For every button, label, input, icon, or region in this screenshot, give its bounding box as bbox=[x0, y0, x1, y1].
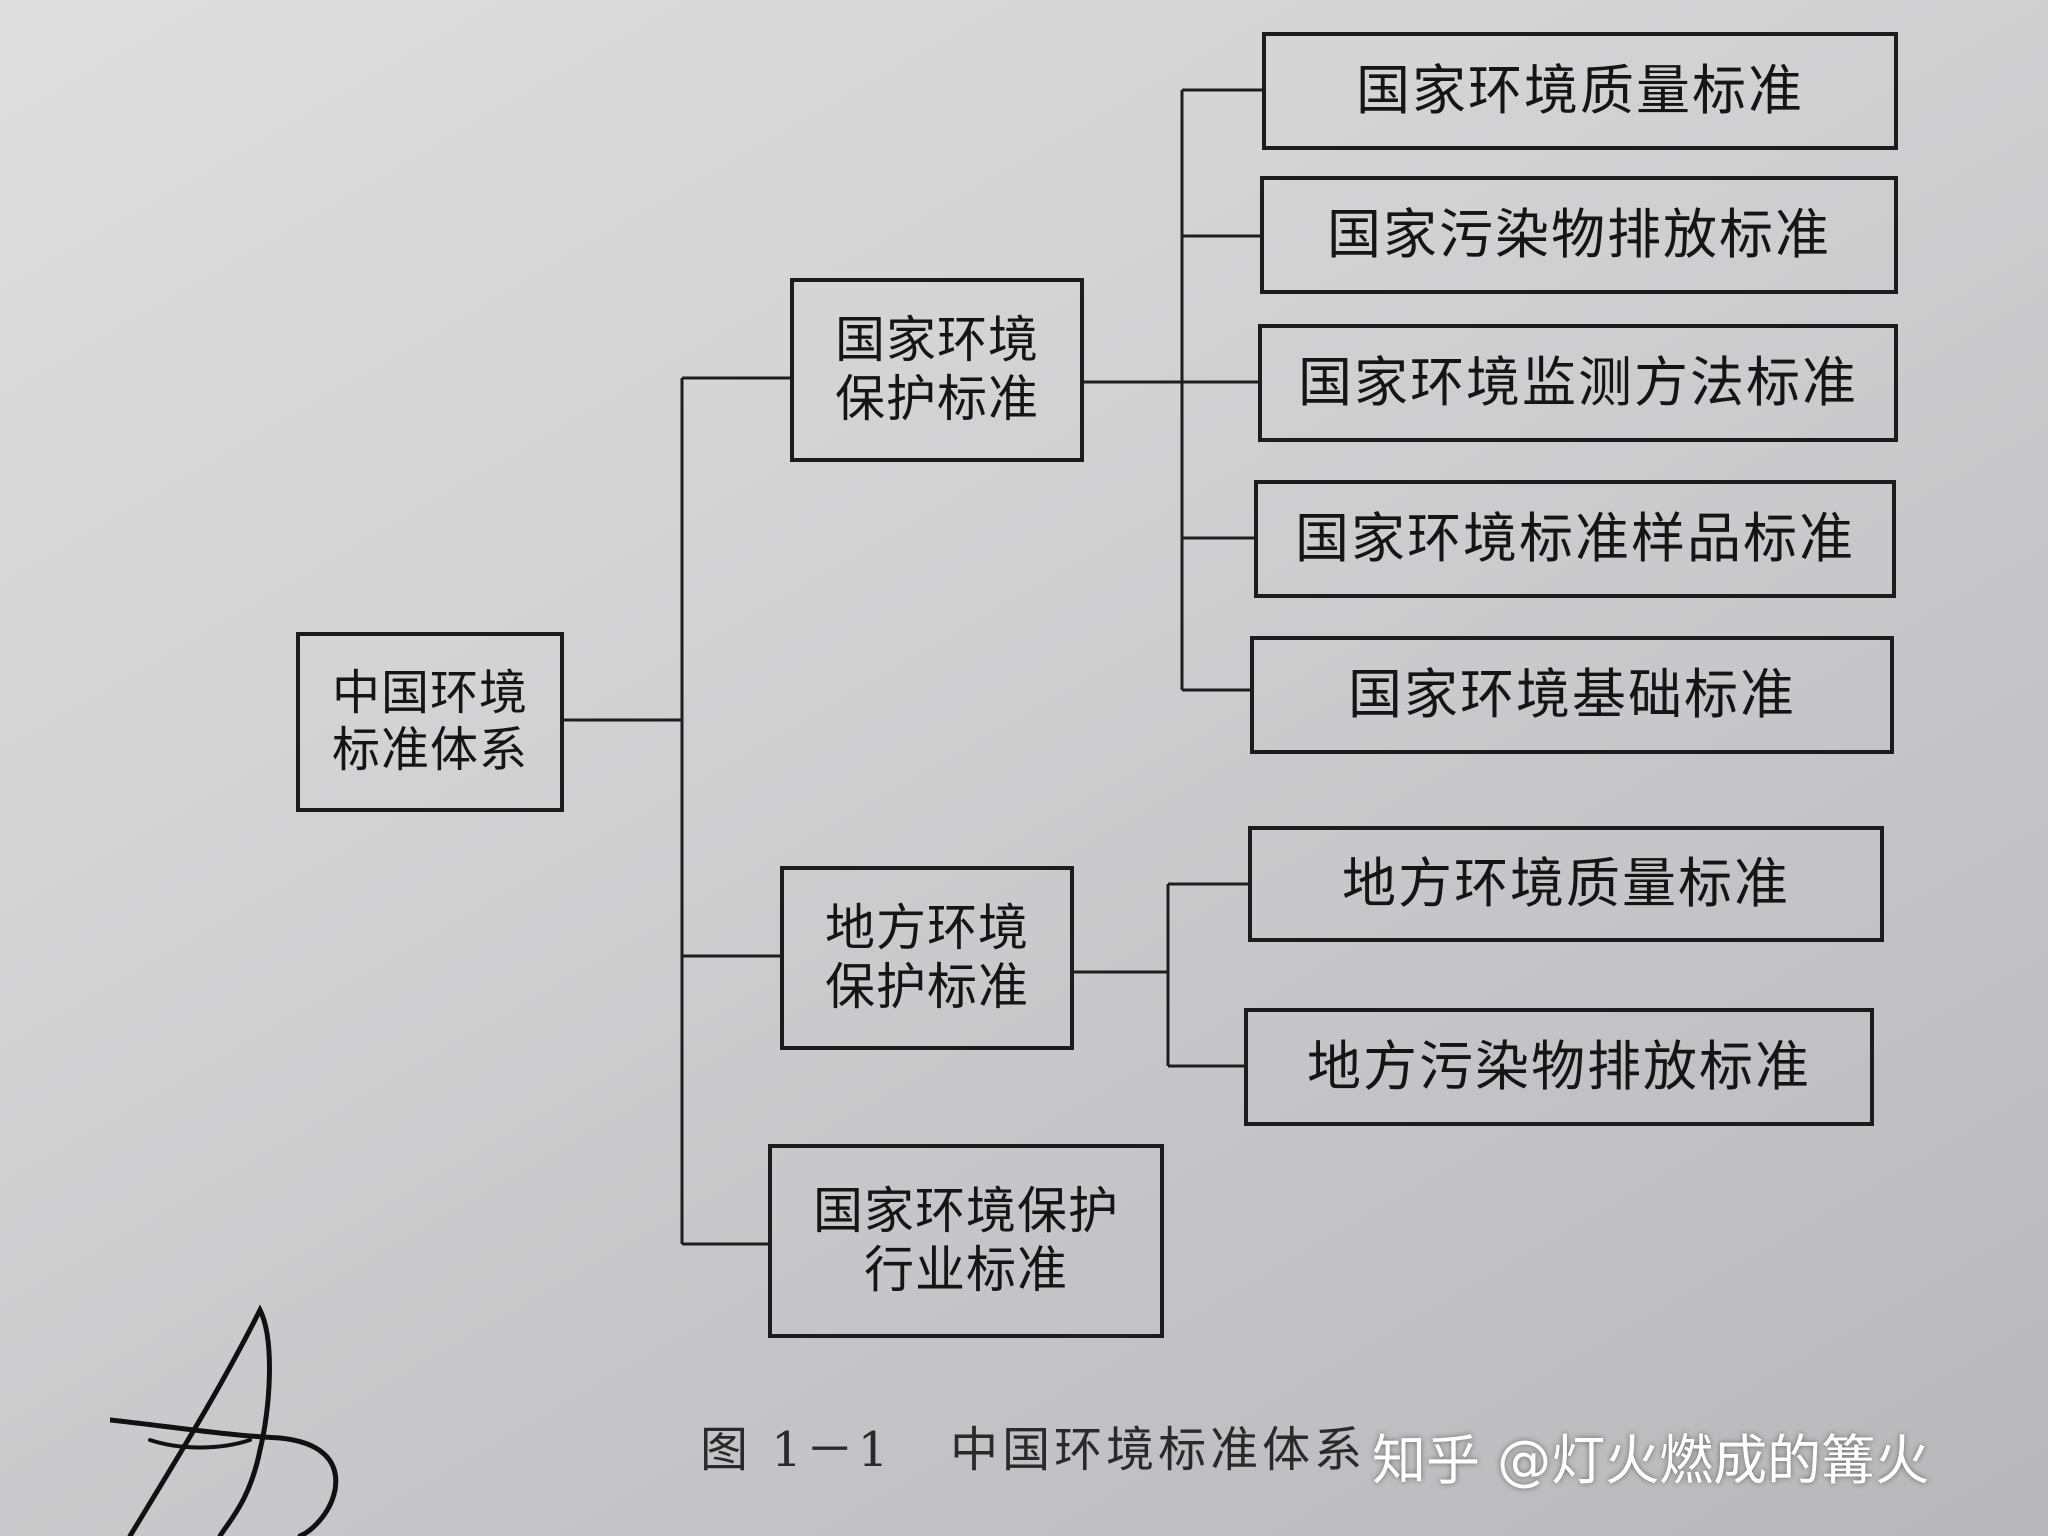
figure-caption: 图 1－1 中国环境标准体系 bbox=[700, 1422, 1367, 1478]
branch-node-industry: 国家环境保护 行业标准 bbox=[768, 1144, 1164, 1338]
branch-node-label: 国家环境 保护标准 bbox=[835, 311, 1039, 428]
leaf-node-label: 国家环境标准样品标准 bbox=[1295, 507, 1855, 571]
leaf-node: 地方污染物排放标准 bbox=[1244, 1008, 1874, 1126]
branch-node-label: 地方环境 保护标准 bbox=[825, 899, 1029, 1016]
branch-node-label: 国家环境保护 行业标准 bbox=[813, 1182, 1119, 1299]
leaf-node-label: 国家环境基础标准 bbox=[1348, 663, 1796, 727]
leaf-node: 国家环境标准样品标准 bbox=[1254, 480, 1896, 598]
root-node-label: 中国环境 标准体系 bbox=[331, 665, 528, 778]
root-node: 中国环境 标准体系 bbox=[296, 632, 564, 812]
leaf-node-label: 国家环境质量标准 bbox=[1356, 59, 1804, 123]
branch-node-national: 国家环境 保护标准 bbox=[790, 278, 1084, 462]
leaf-node-label: 地方环境质量标准 bbox=[1342, 852, 1790, 916]
leaf-node: 地方环境质量标准 bbox=[1248, 826, 1884, 942]
leaf-node: 国家环境基础标准 bbox=[1250, 636, 1894, 754]
leaf-node-label: 国家污染物排放标准 bbox=[1327, 203, 1831, 267]
handwritten-signature-icon bbox=[110, 1304, 339, 1536]
leaf-node: 国家污染物排放标准 bbox=[1260, 176, 1898, 294]
watermark-text: 知乎 @灯火燃成的篝火 bbox=[1372, 1429, 1930, 1492]
leaf-node-label: 地方污染物排放标准 bbox=[1307, 1035, 1811, 1099]
leaf-node: 国家环境质量标准 bbox=[1262, 32, 1898, 150]
leaf-node-label: 国家环境监测方法标准 bbox=[1298, 351, 1858, 415]
branch-node-local: 地方环境 保护标准 bbox=[780, 866, 1074, 1050]
leaf-node: 国家环境监测方法标准 bbox=[1258, 324, 1898, 442]
